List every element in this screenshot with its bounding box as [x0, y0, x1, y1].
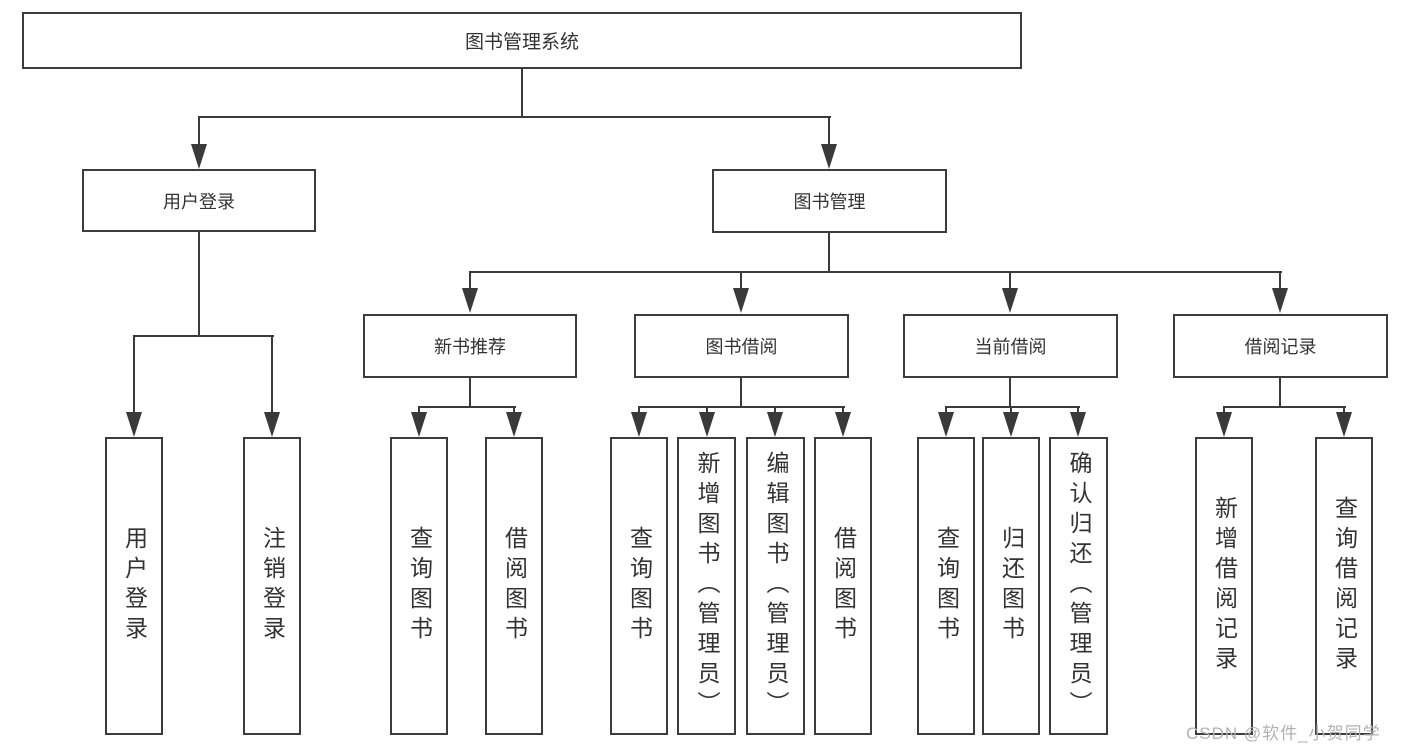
- leaf-label: 用户登录: [121, 526, 148, 646]
- node-label: 图书借阅: [705, 337, 778, 357]
- connector-line: [418, 406, 420, 414]
- leaf-user-login: 用户登录: [105, 437, 163, 735]
- leaf-label: 注销登录: [259, 526, 286, 646]
- arrow-down-icon: [411, 412, 427, 437]
- node-user-login: 用户登录: [82, 169, 316, 232]
- arrow-down-icon: [938, 412, 954, 437]
- connector-line: [469, 271, 471, 290]
- leaf-query-books-current: 查询图书: [917, 437, 975, 735]
- node-current-borrowing: 当前借阅: [903, 314, 1118, 378]
- node-book-borrowing: 图书借阅: [634, 314, 849, 378]
- arrow-down-icon: [1002, 288, 1018, 313]
- leaf-label: 归还图书: [998, 526, 1025, 646]
- arrow-down-icon: [1272, 288, 1288, 313]
- leaf-logout-login: 注销登录: [243, 437, 301, 735]
- leaf-label: 编辑图书（管理员）: [763, 451, 789, 721]
- arrow-down-icon: [699, 412, 715, 437]
- arrow-down-icon: [1216, 412, 1232, 437]
- connector-line: [469, 271, 1282, 273]
- node-borrowing-records: 借阅记录: [1173, 314, 1388, 378]
- arrow-down-icon: [506, 412, 522, 437]
- connector-line: [1279, 271, 1281, 290]
- node-label: 借阅记录: [1244, 337, 1317, 357]
- leaf-add-borrow-record: 新增借阅记录: [1195, 437, 1253, 735]
- connector-line: [1009, 271, 1011, 290]
- leaf-query-books-borrowing: 查询图书: [610, 437, 668, 735]
- leaf-label: 查询图书: [406, 526, 433, 646]
- arrow-down-icon: [835, 412, 851, 437]
- leaf-return-books: 归还图书: [982, 437, 1040, 735]
- node-label: 当前借阅: [974, 337, 1047, 357]
- connector-line: [945, 406, 947, 414]
- arrow-down-icon: [1336, 412, 1352, 437]
- leaf-borrow-books-borrowing: 借阅图书: [814, 437, 872, 735]
- connector-line: [1279, 377, 1281, 408]
- connector-line: [198, 116, 200, 146]
- connector-line: [133, 335, 135, 413]
- connector-line: [740, 271, 742, 290]
- connector-line: [706, 406, 708, 414]
- arrow-down-icon: [733, 288, 749, 313]
- connector-line: [1009, 377, 1011, 408]
- connector-line: [774, 406, 776, 414]
- leaf-edit-books-admin: 编辑图书（管理员）: [746, 437, 805, 735]
- arrow-down-icon: [821, 144, 837, 169]
- leaf-label: 查询借阅记录: [1331, 496, 1358, 676]
- connector-line: [740, 377, 742, 408]
- connector-line: [638, 406, 640, 414]
- connector-line: [1077, 406, 1079, 414]
- connector-line: [1223, 406, 1225, 414]
- arrow-down-icon: [1003, 412, 1019, 437]
- connector-line: [842, 406, 844, 414]
- leaf-query-books-recommend: 查询图书: [390, 437, 448, 735]
- arrow-down-icon: [191, 144, 207, 169]
- connector-line: [198, 116, 831, 118]
- leaf-label: 查询图书: [933, 526, 960, 646]
- leaf-add-books-admin: 新增图书（管理员）: [677, 437, 736, 735]
- node-label: 新书推荐: [434, 337, 506, 357]
- arrow-down-icon: [1070, 412, 1086, 437]
- connector-line: [271, 335, 273, 413]
- connector-line: [469, 377, 471, 408]
- leaf-borrow-books-recommend: 借阅图书: [485, 437, 543, 735]
- arrow-down-icon: [264, 412, 280, 437]
- connector-line: [513, 406, 515, 414]
- leaf-label: 查询图书: [626, 526, 653, 646]
- node-label: 用户登录: [163, 191, 235, 212]
- arrow-down-icon: [126, 412, 142, 437]
- leaf-query-borrow-record: 查询借阅记录: [1315, 437, 1373, 735]
- connector-line: [418, 406, 516, 408]
- node-label: 图书管理: [793, 192, 866, 212]
- connector-line: [1010, 406, 1012, 414]
- node-library-system: 图书管理系统: [22, 12, 1022, 69]
- arrow-down-icon: [631, 412, 647, 437]
- connector-line: [1343, 406, 1345, 414]
- csdn-watermark: CSDN @软件_小贺同学: [1186, 724, 1381, 743]
- node-new-book-recommendation: 新书推荐: [363, 314, 577, 378]
- connector-line: [945, 406, 1080, 408]
- leaf-label: 确认归还（管理员）: [1066, 451, 1092, 721]
- node-book-management: 图书管理: [712, 169, 947, 233]
- leaf-label: 借阅图书: [830, 526, 857, 646]
- arrow-down-icon: [462, 288, 478, 313]
- node-label: 图书管理系统: [464, 32, 579, 53]
- leaf-label: 借阅图书: [501, 526, 528, 646]
- connector-line: [133, 335, 274, 337]
- connector-line: [638, 406, 845, 408]
- arrow-down-icon: [767, 412, 783, 437]
- leaf-label: 新增图书（管理员）: [694, 451, 720, 721]
- connector-line: [828, 232, 830, 273]
- connector-line: [1223, 406, 1346, 408]
- connector-line: [198, 232, 200, 337]
- connector-line: [828, 116, 830, 146]
- leaf-label: 新增借阅记录: [1211, 496, 1238, 676]
- connector-line: [521, 68, 523, 117]
- leaf-confirm-return-admin: 确认归还（管理员）: [1049, 437, 1108, 735]
